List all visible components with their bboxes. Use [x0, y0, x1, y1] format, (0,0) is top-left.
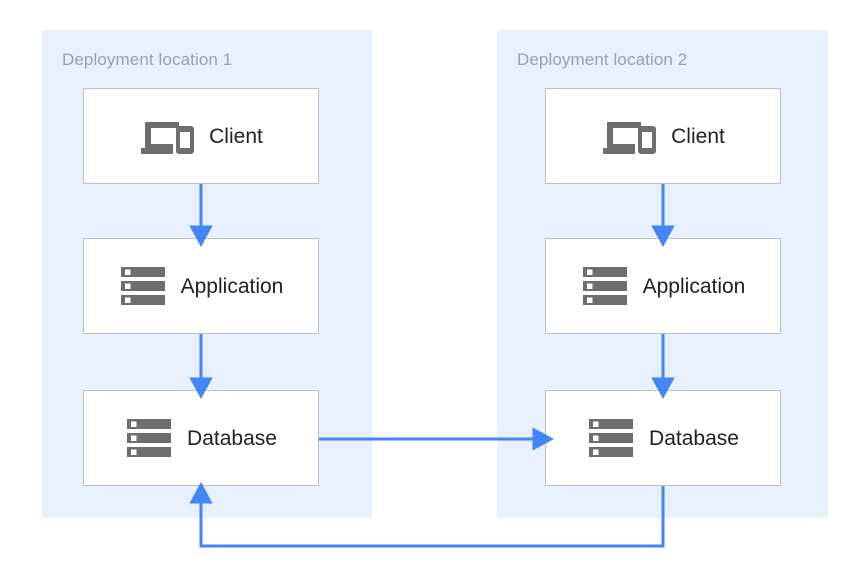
- deployment-zone-1-title: Deployment location 1: [62, 50, 233, 69]
- node-client-2-label: Client: [671, 124, 725, 148]
- devices-icon: [139, 114, 195, 158]
- node-database-1[interactable]: Database: [83, 390, 319, 486]
- node-database-1-label: Database: [187, 426, 277, 450]
- node-client-1-label: Client: [209, 124, 263, 148]
- node-client-1[interactable]: Client: [83, 88, 319, 184]
- node-application-2-label: Application: [642, 274, 746, 298]
- node-application-2[interactable]: Application: [545, 238, 781, 334]
- deployment-zone-2-title: Deployment location 2: [517, 50, 688, 69]
- server-icon: [125, 416, 173, 460]
- node-application-1[interactable]: Application: [83, 238, 319, 334]
- server-icon: [119, 264, 167, 308]
- node-database-2[interactable]: Database: [545, 390, 781, 486]
- node-client-2[interactable]: Client: [545, 88, 781, 184]
- server-icon: [581, 264, 629, 308]
- devices-icon: [601, 114, 657, 158]
- node-application-1-label: Application: [180, 274, 284, 298]
- server-icon: [587, 416, 635, 460]
- node-database-2-label: Database: [649, 426, 739, 450]
